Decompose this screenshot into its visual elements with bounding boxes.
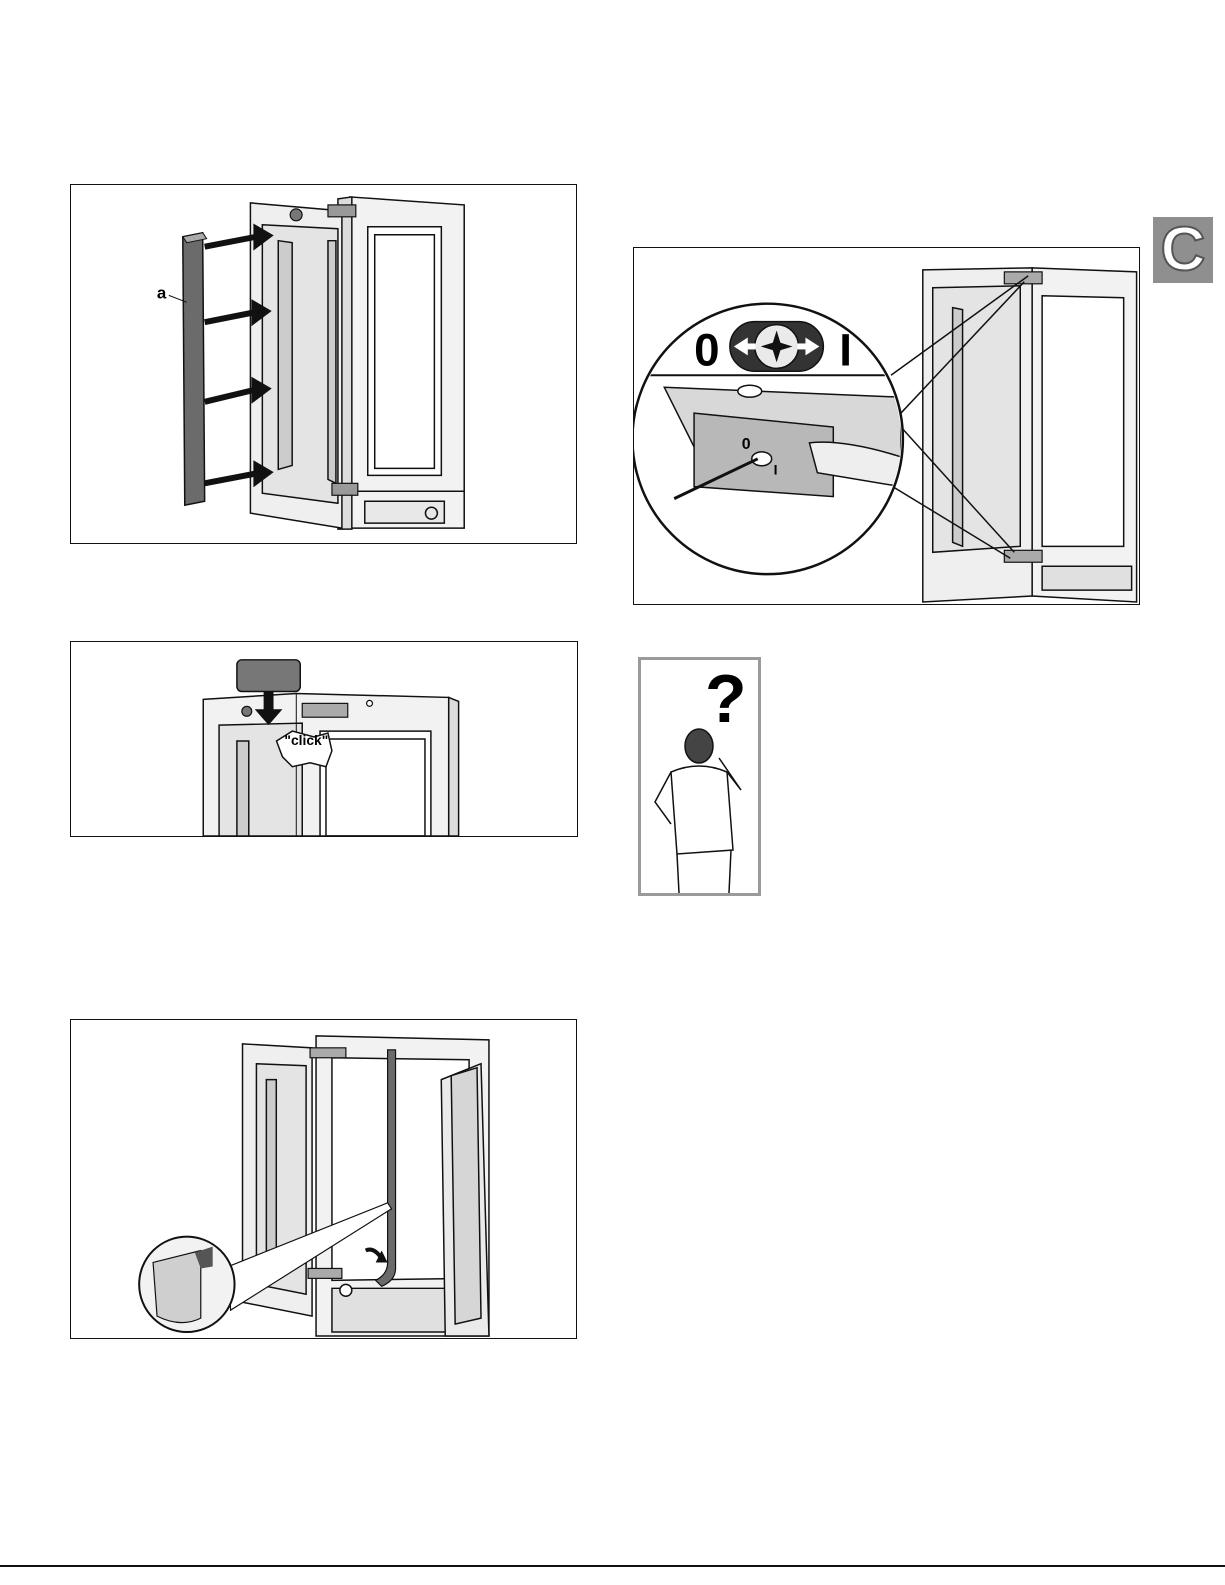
figure-handle-mounting: a [70,184,577,544]
figure-hinge-switch: 0 I 0 I [633,247,1140,605]
zoom-circle [634,304,903,574]
thinking-person-illustration: ? [641,660,758,893]
hinge-cover-cap [237,660,300,692]
section-tab: C [1153,217,1213,283]
bottom-rule [0,1565,1225,1567]
switch-label-off: 0 [694,324,719,375]
figure-gasket-check [70,1019,577,1339]
question-mark-icon: ? [705,661,747,737]
cabinet-outline [338,197,464,529]
click-label: "click" [284,732,328,748]
figure-hinge-cover: "click" [70,641,578,837]
hinge-cover-illustration: "click" [71,642,577,836]
section-letter: C [1161,219,1206,281]
switch-small-on: I [774,462,778,478]
hinge-switch-illustration: 0 I 0 I [634,248,1139,604]
handle-mounting-illustration: a [71,185,576,543]
switch-small-off: 0 [742,436,751,453]
help-question-figure: ? [638,657,761,896]
open-cabinet [243,1036,489,1336]
person [655,729,741,893]
callout-a: a [157,283,167,302]
switch-label-on: I [839,324,852,375]
gasket-check-illustration [71,1020,576,1338]
handle-bar [183,233,207,505]
door-panel [250,203,341,528]
